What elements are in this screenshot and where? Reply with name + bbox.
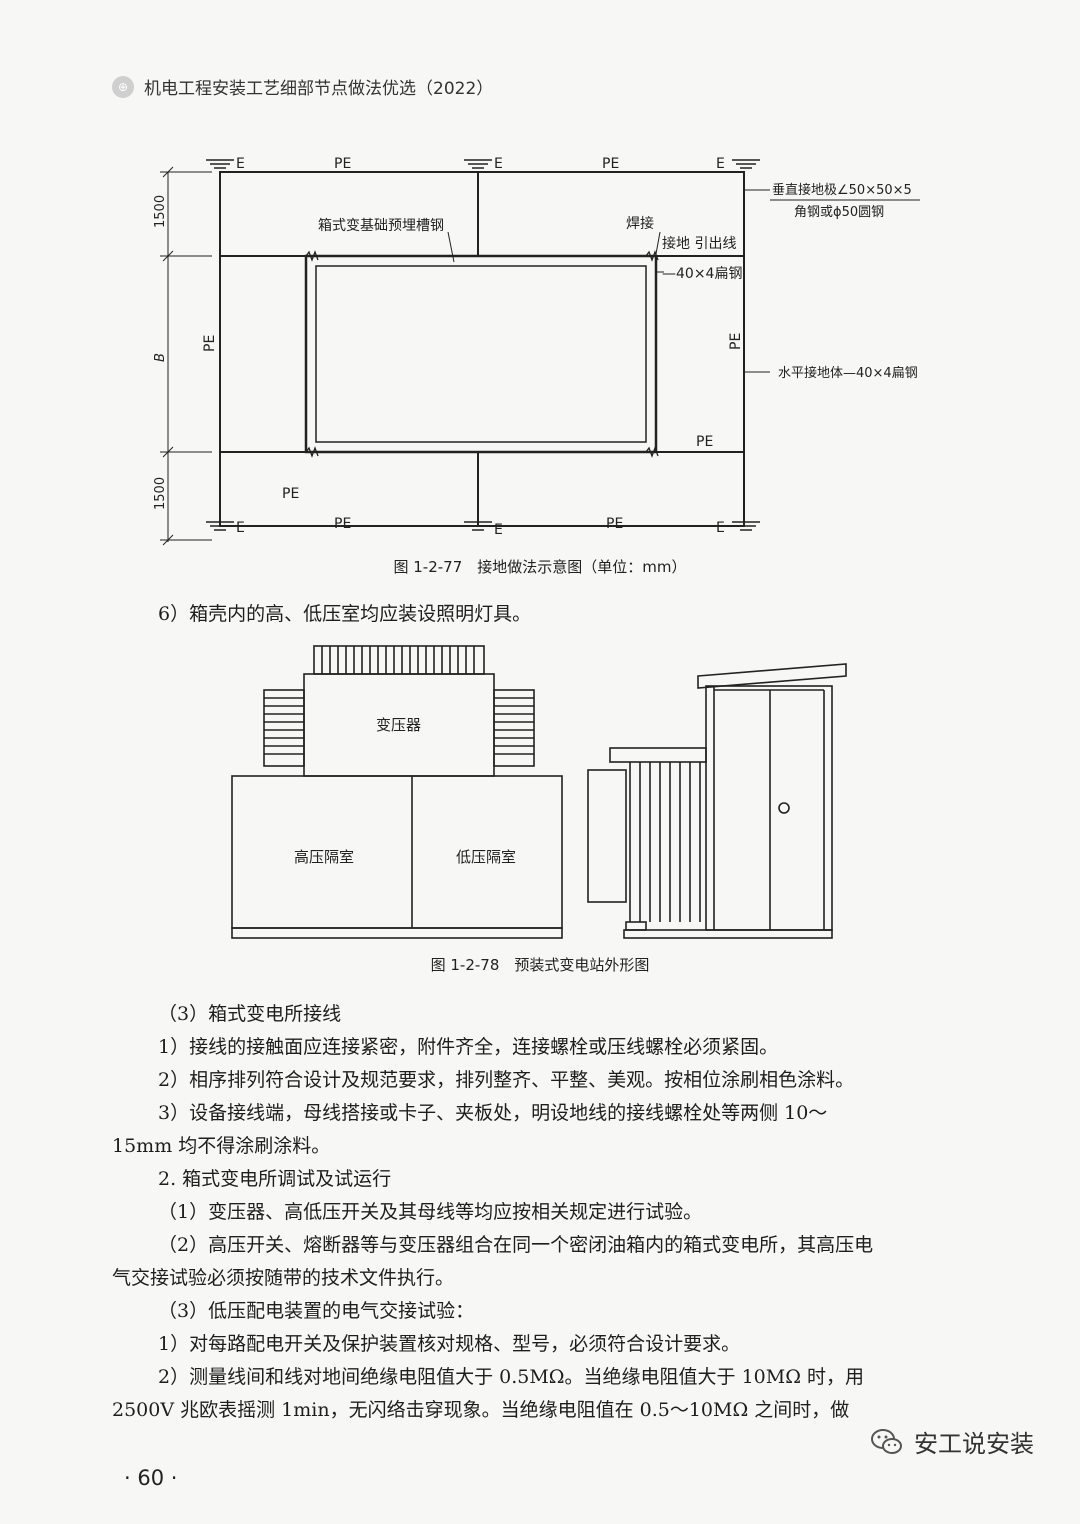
foundation-inner-rect xyxy=(315,265,647,443)
label-horizontal: 水平接地体—40×4扁钢 xyxy=(778,365,918,381)
label-e-bl: E xyxy=(236,520,245,536)
label-pe-right-side: PE xyxy=(728,333,744,350)
label-pe-bottom-left: PE xyxy=(334,516,351,532)
label-weld: 焊接 xyxy=(626,215,654,232)
paragraph: 1）对每路配电开关及保护装置核对规格、型号，必须符合设计要求。 xyxy=(158,1333,741,1355)
side-transformer-box xyxy=(587,769,627,903)
watermark: 安工说安装 xyxy=(870,1424,1034,1459)
figure-substation-exterior: 变压器 高压隔室 低压隔室 xyxy=(231,645,847,939)
side-cabinet xyxy=(705,685,833,931)
label-pe-top-right: PE xyxy=(602,156,619,172)
label-foundation: 箱式变基础预埋槽钢 xyxy=(318,217,444,234)
door-handle-icon xyxy=(778,802,790,814)
paragraph: （3）低压配电装置的电气交接试验： xyxy=(158,1300,475,1322)
label-e-tl: E xyxy=(236,156,245,172)
dim-b: B xyxy=(153,353,168,362)
label-pe-top-left: PE xyxy=(334,156,351,172)
paragraph: 2500V 兆欧表摇测 1min，无闪络击穿现象。当绝缘电阻值在 0.5～10M… xyxy=(112,1399,850,1421)
figure-grounding-diagram: E E E E E E PE PE PE PE PE PE PE PE 1500… xyxy=(153,156,920,546)
page-number: · 60 · xyxy=(124,1466,178,1490)
label-vertical-rod-1: 垂直接地极∠50×50×5 xyxy=(772,182,912,198)
paragraph: 2）测量线间和线对地间绝缘电阻值大于 0.5MΩ。当绝缘电阻值大于 10MΩ 时… xyxy=(158,1366,865,1388)
paragraph: （1）变压器、高低压开关及其母线等均应按相关规定进行试验。 xyxy=(158,1201,703,1223)
dim-1500-top: 1500 xyxy=(153,195,168,228)
dim-1500-bottom: 1500 xyxy=(153,477,168,510)
radiator-left xyxy=(263,689,305,767)
paragraph: 1）接线的接触面应连接紧密，附件齐全，连接螺栓或压线螺栓必须紧固。 xyxy=(158,1036,779,1058)
side-base xyxy=(623,929,833,939)
side-roof xyxy=(697,663,847,689)
label-pe-left-side: PE xyxy=(202,335,218,352)
paragraph: 气交接试验必须按随带的技术文件执行。 xyxy=(112,1267,455,1289)
label-e-bm: E xyxy=(494,522,503,538)
paragraph: 2）相序排列符合设计及规范要求，排列整齐、平整、美观。按相位涂刷相色涂料。 xyxy=(158,1069,855,1091)
section-heading: 2. 箱式变电所调试及试运行 xyxy=(158,1168,392,1190)
wechat-icon xyxy=(871,1428,902,1454)
radiator-right xyxy=(493,689,535,767)
ground-symbols xyxy=(206,159,760,531)
label-lv-room: 低压隔室 xyxy=(456,848,516,866)
side-radiator-fins xyxy=(629,762,701,922)
figure77-caption: 图 1-2-77 接地做法示意图（单位：mm） xyxy=(393,558,687,576)
label-pe-inner-right: PE xyxy=(696,434,713,450)
side-transformer-top xyxy=(609,747,707,763)
para-6: 6）箱壳内的高、低压室均应装设照明灯具。 xyxy=(158,603,532,625)
label-transformer: 变压器 xyxy=(376,716,421,734)
radiator-top xyxy=(313,645,485,675)
watermark-text: 安工说安装 xyxy=(914,1430,1034,1458)
cabinet-base xyxy=(231,927,563,939)
figure78-caption: 图 1-2-78 预装式变电站外形图 xyxy=(430,956,650,974)
label-pe-bottom-right: PE xyxy=(606,516,623,532)
outer-ground-loop xyxy=(219,171,745,527)
header-logo-icon: ⊕ xyxy=(112,75,134,98)
label-e-tm: E xyxy=(494,156,503,172)
foundation-outer-rect xyxy=(304,254,658,454)
paragraph: （3）箱式变电所接线 xyxy=(158,1003,342,1025)
paragraph: 3）设备接线端，母线搭接或卡子、夹板处，明设地线的接线螺栓处等两侧 10～ xyxy=(158,1102,828,1124)
weld-marks xyxy=(305,250,659,458)
label-e-tr: E xyxy=(716,156,725,172)
header-title: 机电工程安装工艺细部节点做法优选（2022） xyxy=(144,79,494,99)
label-flat-steel: —40×4扁钢 xyxy=(662,266,742,282)
running-header: ⊕ 机电工程安装工艺细部节点做法优选（2022） xyxy=(112,74,493,99)
paragraph: 15mm 均不得涂刷涂料。 xyxy=(112,1135,331,1157)
label-e-br: E xyxy=(716,520,725,536)
label-pe-inner-left: PE xyxy=(282,486,299,502)
label-ground-lead: 接地 引出线 xyxy=(662,235,736,252)
paragraph: （2）高压开关、熔断器等与变压器组合在同一个密闭油箱内的箱式变电所，其高压电 xyxy=(158,1234,874,1256)
label-vertical-rod-2: 角钢或ϕ50圆钢 xyxy=(794,205,884,220)
label-hv-room: 高压隔室 xyxy=(294,848,354,866)
